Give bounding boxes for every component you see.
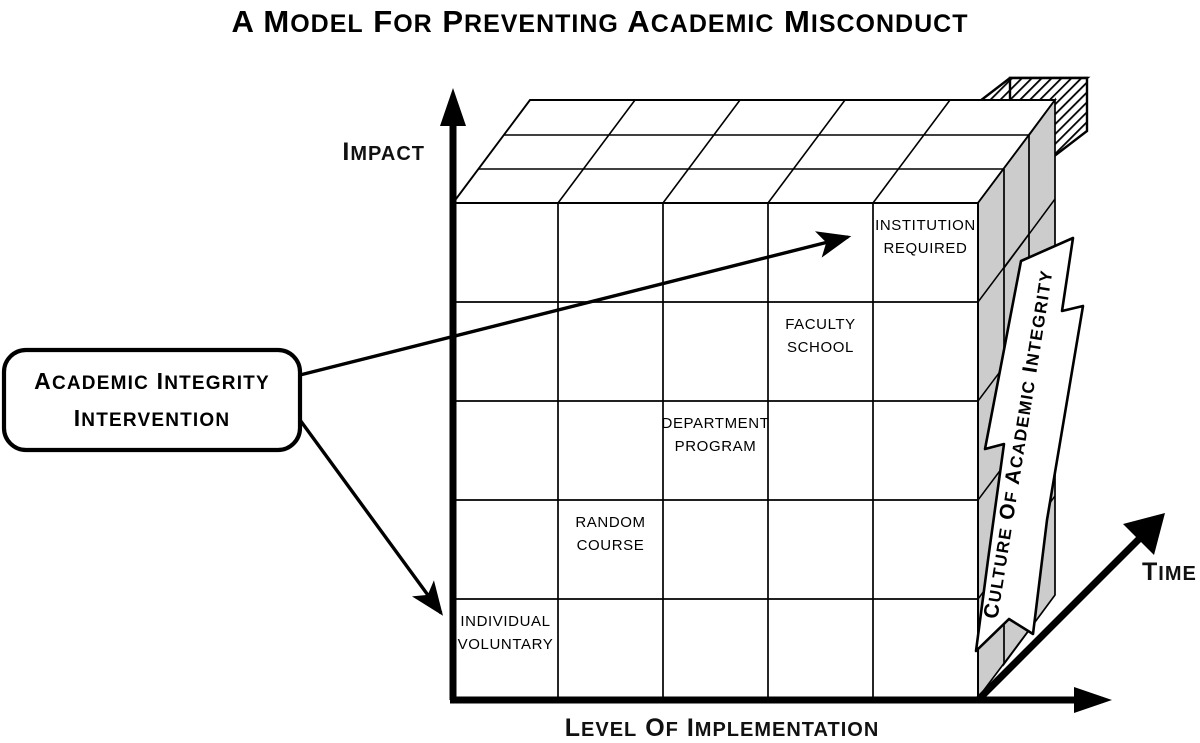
cell-label-line-2: SCHOOL (787, 339, 854, 356)
callout-line-1: ACADEMIC INTEGRITY (34, 368, 270, 394)
cell-label-line-2: REQUIRED (884, 240, 968, 257)
cell-label-5: INSTITUTION REQUIRED (875, 217, 976, 257)
cube-top-face (451, 99, 1057, 204)
intervention-arrows (298, 231, 852, 616)
cell-label-line-1: INSTITUTION (875, 217, 976, 234)
z-axis (975, 530, 1148, 703)
arrow-to-institution-required (299, 231, 852, 377)
cell-label-1: INDIVIDUAL VOLUNTARY (458, 613, 554, 653)
cell-label-line-1: FACULTY (785, 316, 856, 333)
cube-front-face (452, 202, 979, 699)
z-axis-label: TIME (1142, 558, 1197, 586)
x-axis-label: LEVEL OF IMPLEMENTATION (565, 714, 880, 742)
cell-label-2: RANDOM COURSE (575, 514, 645, 554)
cell-label-4: FACULTY SCHOOL (785, 316, 856, 356)
front-grid-lines (453, 203, 978, 698)
axis-group (440, 88, 1165, 713)
cell-label-3: DEPARTMENT PROGRAM (662, 415, 770, 455)
cell-label-line-2: PROGRAM (675, 438, 757, 455)
z-axis-arrowhead (1123, 513, 1165, 555)
x-axis-arrowhead (1074, 687, 1112, 713)
intervention-callout[interactable]: ACADEMIC INTEGRITY INTERVENTION (1, 347, 303, 453)
cell-label-line-2: VOLUNTARY (458, 636, 554, 653)
cell-label-group: INDIVIDUAL VOLUNTARY RANDOM COURSE DEPARTMEN… (458, 217, 976, 653)
page-title: A MODEL FOR PREVENTING ACADEMIC MISCONDU… (232, 4, 969, 39)
culture-of-academic-integrity-arrow: CULTURE OF ACADEMIC INTEGRITY (974, 236, 1085, 653)
arrow-to-individual-voluntary (298, 418, 444, 616)
callout-line-2: INTERVENTION (74, 405, 231, 431)
cell-label-line-2: COURSE (577, 537, 645, 554)
y-axis-label: IMPACT (342, 138, 425, 166)
cell-label-line-1: RANDOM (575, 514, 645, 531)
y-axis-arrowhead (440, 88, 466, 126)
cell-label-line-1: DEPARTMENT (662, 415, 770, 432)
cell-label-line-1: INDIVIDUAL (460, 613, 550, 630)
